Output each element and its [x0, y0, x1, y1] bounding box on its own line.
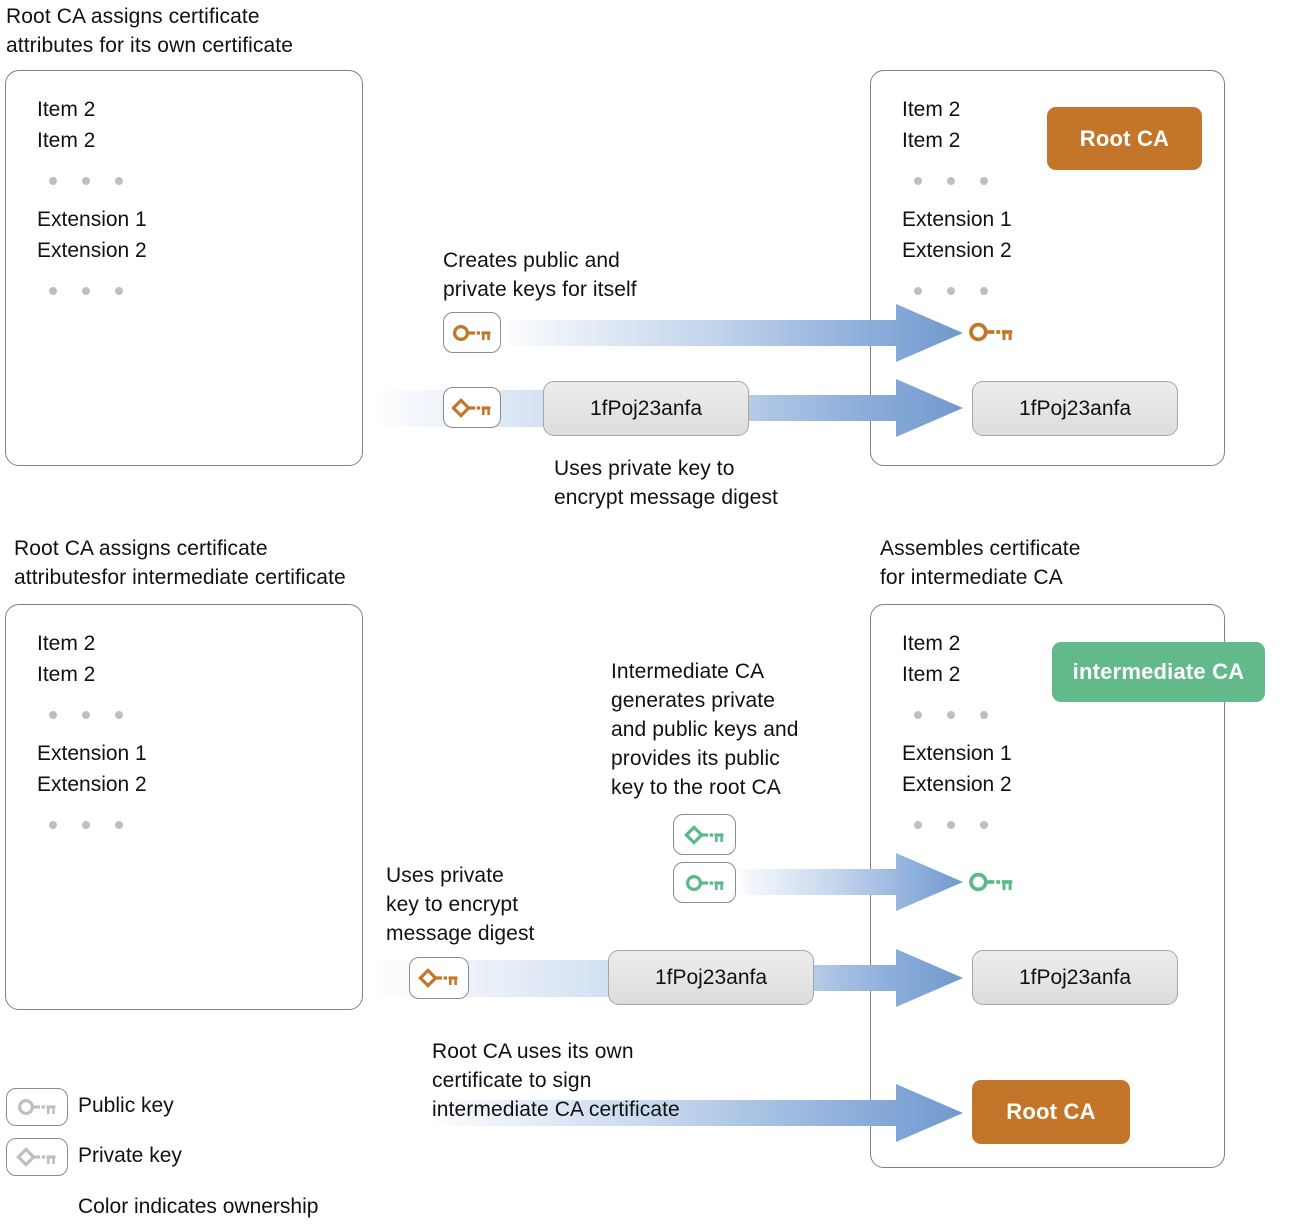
- cert-line: Item 2: [902, 632, 961, 655]
- section2-digest-caption: Uses private key to encrypt message dige…: [386, 864, 535, 945]
- cert-line: Item 2: [902, 98, 961, 121]
- section1-private-key-tile[interactable]: [443, 387, 501, 428]
- section2-root-ca-signing-badge[interactable]: Root CA: [972, 1080, 1130, 1144]
- ellipsis-dots: [49, 177, 123, 185]
- public-key-icon: [685, 874, 723, 891]
- section2-digest-arrow: [806, 949, 963, 1007]
- cert-line: Extension 2: [902, 239, 1012, 262]
- legend-private-key-label: Private key: [78, 1144, 182, 1167]
- ellipsis-dots: [49, 287, 123, 295]
- section1-digest-chip-result[interactable]: 1fPoj23anfa: [972, 381, 1178, 436]
- cert-line: Item 2: [37, 663, 96, 686]
- private-key-icon: [452, 397, 491, 418]
- section2-intermediate-ca-badge[interactable]: intermediate CA: [1052, 642, 1265, 702]
- section1-digest-arrow: [740, 379, 963, 437]
- section2-sign-arrow: [430, 1084, 963, 1142]
- legend-public-key-label: Public key: [78, 1094, 174, 1117]
- public-key-icon: [17, 1098, 56, 1116]
- section2-left-cert-panel: Item 2 Item 2 Extension 1 Extension 2: [5, 604, 363, 1010]
- section1-keys-caption: Creates public and private keys for itse…: [443, 249, 637, 301]
- cert-line: Item 2: [37, 98, 96, 121]
- section2-intermediate-private-key-tile[interactable]: [673, 814, 736, 855]
- cert-line: Extension 2: [37, 239, 147, 262]
- cert-line: Extension 1: [902, 208, 1012, 231]
- ellipsis-dots: [914, 711, 988, 719]
- section1-root-ca-badge[interactable]: Root CA: [1047, 107, 1202, 170]
- cert-line: Item 2: [37, 632, 96, 655]
- private-key-icon: [16, 1147, 56, 1167]
- section2-intermediate-public-key-tile[interactable]: [673, 862, 736, 903]
- ellipsis-dots: [914, 177, 988, 185]
- private-key-icon: [418, 968, 458, 988]
- section2-digest-arrow-tail: [370, 960, 620, 997]
- section2-result-public-key: [968, 868, 1014, 896]
- cert-line: Extension 1: [37, 208, 147, 231]
- cert-line: Item 2: [37, 129, 96, 152]
- section1-public-key-arrow: [500, 304, 963, 362]
- cert-line: Item 2: [902, 129, 961, 152]
- public-key-icon: [452, 324, 491, 341]
- private-key-icon: [683, 824, 723, 845]
- public-key-icon: [969, 322, 1013, 342]
- section1-result-public-key: [968, 318, 1014, 346]
- section1-digest-chip-source[interactable]: 1fPoj23anfa: [543, 381, 749, 436]
- section1-caption: Root CA assigns certificate attributes f…: [6, 5, 294, 57]
- public-key-icon: [969, 872, 1013, 892]
- ellipsis-dots: [49, 821, 123, 829]
- cert-line: Extension 2: [902, 773, 1012, 796]
- section2-public-key-arrow: [735, 853, 963, 911]
- ellipsis-dots: [914, 821, 988, 829]
- section1-public-key-tile[interactable]: [443, 312, 501, 353]
- ellipsis-dots: [49, 711, 123, 719]
- legend-note: Color indicates ownership: [78, 1195, 319, 1218]
- cert-line: Extension 1: [37, 742, 147, 765]
- section2-root-private-key-tile[interactable]: [409, 957, 469, 999]
- section2-digest-chip-source[interactable]: 1fPoj23anfa: [608, 950, 814, 1005]
- section1-left-cert-panel: Item 2 Item 2 Extension 1 Extension 2: [5, 70, 363, 466]
- cert-line: Extension 2: [37, 773, 147, 796]
- cert-line: Item 2: [902, 663, 961, 686]
- legend-private-key-tile: [6, 1138, 68, 1176]
- section1-digest-caption: Uses private key to encrypt message dige…: [554, 457, 778, 509]
- section2-intermediate-keys-caption: Intermediate CA generates private and pu…: [611, 660, 799, 799]
- cert-line: Extension 1: [902, 742, 1012, 765]
- section2-caption-right: Assembles certificate for intermediate C…: [880, 537, 1081, 589]
- ellipsis-dots: [914, 287, 988, 295]
- legend-public-key-tile: [6, 1088, 68, 1126]
- section2-sign-caption: Root CA uses its own certificate to sign…: [432, 1040, 680, 1121]
- section2-digest-chip-result[interactable]: 1fPoj23anfa: [972, 950, 1178, 1005]
- section2-caption-left: Root CA assigns certificate attributesfo…: [14, 537, 346, 589]
